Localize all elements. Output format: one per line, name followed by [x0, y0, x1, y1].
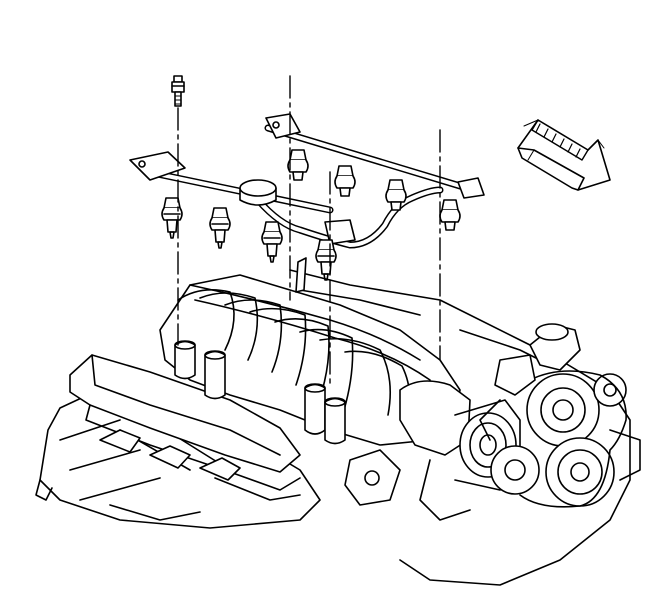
fuel-injector — [209, 207, 231, 249]
bolt-icon — [171, 75, 185, 107]
front-direction-arrow-icon — [517, 119, 611, 191]
accessory-drive — [479, 323, 641, 508]
fuel-injectors-right-bank — [287, 149, 461, 231]
fuel-injector — [439, 199, 461, 231]
fuel-injector — [261, 221, 283, 263]
retainer-clip — [295, 257, 307, 293]
fuel-injector — [315, 239, 337, 281]
intake-manifold — [159, 274, 461, 446]
fuel-rail-assembly — [129, 113, 485, 249]
fuel-injectors-left-bank — [161, 197, 337, 281]
valve-cover-left — [69, 354, 301, 501]
alignment-lines — [177, 75, 441, 389]
throttle-body — [344, 380, 521, 521]
fuel-injector — [161, 197, 183, 239]
fuel-injector — [385, 179, 407, 211]
fuel-injector — [287, 149, 309, 181]
fuel-injector — [334, 165, 356, 197]
